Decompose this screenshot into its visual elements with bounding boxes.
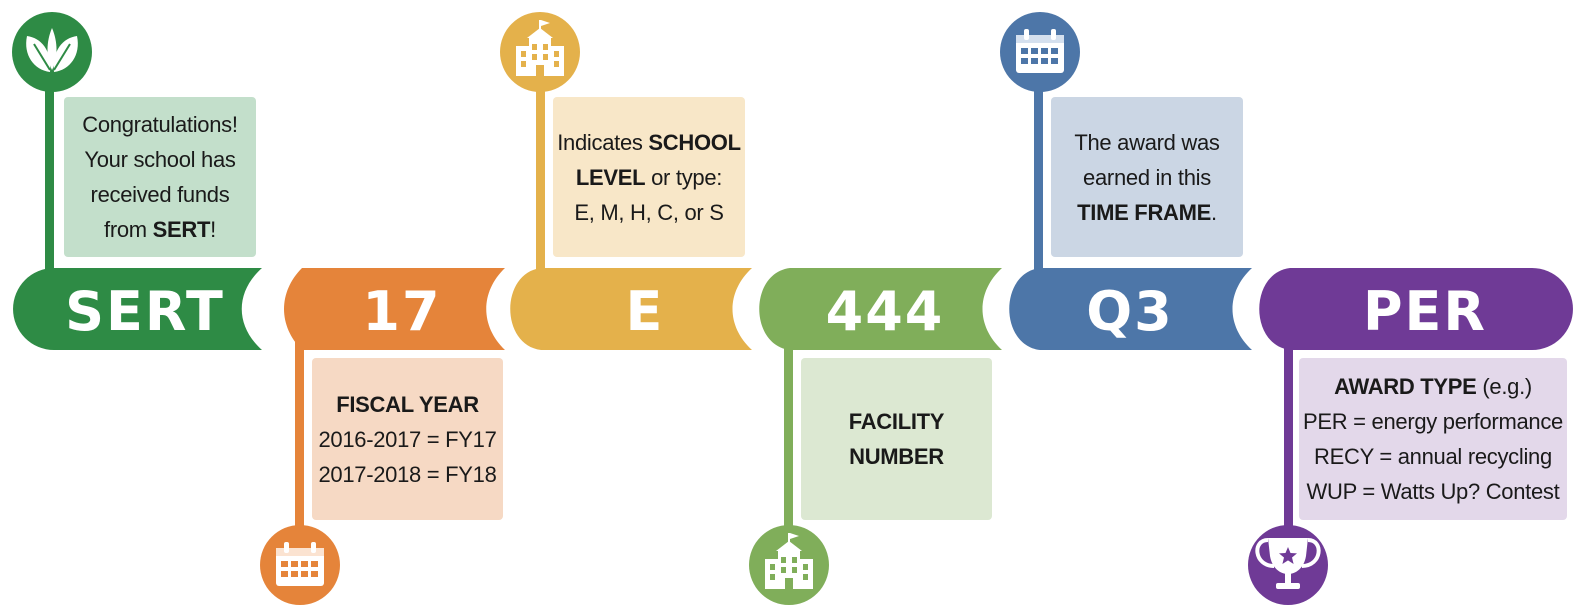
segment-q3: Q3 (1009, 268, 1252, 350)
segment-sert: SERT (13, 268, 263, 350)
note-fiscal-year: FISCAL YEAR 2016-2017 = FY17 2017-2018 =… (312, 358, 503, 520)
segment-label-17: 17 (362, 280, 441, 343)
segment-label-per: PER (1363, 280, 1487, 343)
calendar-icon (1000, 12, 1080, 92)
segment-label-e: E (626, 280, 665, 343)
note-sert-line2: Your school has (84, 147, 236, 172)
school-icon (500, 12, 580, 92)
stem-per (1284, 340, 1293, 540)
note-fiscal-year-line2: 2017-2018 = FY18 (318, 461, 497, 487)
note-sert: Congratulations! Your school has receive… (64, 97, 256, 257)
note-school-level-line3: E, M, H, C, or S (574, 199, 724, 225)
note-award-type-title-bold: AWARD TYPE (1334, 374, 1477, 399)
note-school-level-line1-text: Indicates (557, 129, 649, 155)
stem-e (536, 60, 545, 275)
note-time-frame-line2: earned in this (1083, 164, 1211, 190)
note-facility-line1: FACILITY (848, 404, 945, 439)
leaf-icon (12, 12, 92, 92)
note-school-level-line1: Indicates SCHOOL (557, 125, 741, 160)
note-sert-line1: Congratulations! (82, 112, 238, 137)
trophy-icon (1248, 525, 1328, 605)
note-sert-line4-bold: SERT (152, 217, 211, 242)
segment-e: E (510, 268, 752, 350)
segment-label-q3: Q3 (1086, 280, 1173, 343)
note-school-level-line1-bold: SCHOOL (648, 129, 741, 155)
note-sert-line3: received funds (90, 182, 230, 207)
note-fiscal-year-title-text: FISCAL YEAR (336, 391, 479, 417)
note-time-frame: The award was earned in this TIME FRAME. (1051, 97, 1243, 257)
note-fiscal-year-title: FISCAL YEAR (336, 387, 479, 422)
stem-444 (784, 340, 793, 540)
note-award-type-title-text: (e.g.) (1476, 374, 1532, 399)
note-sert-line4-text: from (104, 217, 153, 242)
note-award-type-line3: WUP = Watts Up? Contest (1306, 479, 1560, 504)
note-facility-number: FACILITY NUMBER (801, 358, 992, 520)
note-award-type: AWARD TYPE (e.g.) PER = energy performan… (1299, 358, 1567, 520)
segment-label-444: 444 (826, 280, 945, 343)
note-sert-line4-end: ! (210, 217, 216, 242)
note-facility-line2: NUMBER (849, 439, 944, 474)
note-award-type-line1: PER = energy performance (1303, 409, 1563, 434)
school-icon (749, 525, 829, 605)
segment-17: 17 (284, 268, 505, 350)
note-school-level-line2: LEVEL or type: (575, 160, 723, 195)
stem-q3 (1034, 60, 1043, 275)
stem-sert (45, 60, 54, 275)
note-school-level: Indicates SCHOOL LEVEL or type: E, M, H,… (553, 97, 745, 257)
note-time-frame-line1: The award was (1074, 129, 1220, 155)
stem-17 (295, 340, 304, 540)
segment-444: 444 (759, 268, 1002, 350)
note-award-type-line2: RECY = annual recycling (1314, 444, 1552, 469)
note-sert-line4: from SERT! (104, 212, 216, 247)
note-facility-line2-bold: NUMBER (849, 444, 944, 469)
note-time-frame-line3-bold: TIME FRAME (1077, 199, 1212, 225)
note-time-frame-line3-end: . (1211, 199, 1217, 225)
note-facility-line1-bold: FACILITY (848, 409, 945, 434)
calendar-icon (260, 525, 340, 605)
note-school-level-line2-bold: LEVEL (575, 164, 646, 190)
note-fiscal-year-line1: 2016-2017 = FY17 (318, 426, 497, 452)
segment-per: PER (1259, 268, 1573, 350)
note-school-level-line2-text: or type: (645, 164, 723, 190)
segment-label-sert: SERT (65, 280, 225, 343)
note-award-type-title: AWARD TYPE (e.g.) (1334, 369, 1532, 404)
note-time-frame-line3: TIME FRAME. (1077, 195, 1217, 230)
